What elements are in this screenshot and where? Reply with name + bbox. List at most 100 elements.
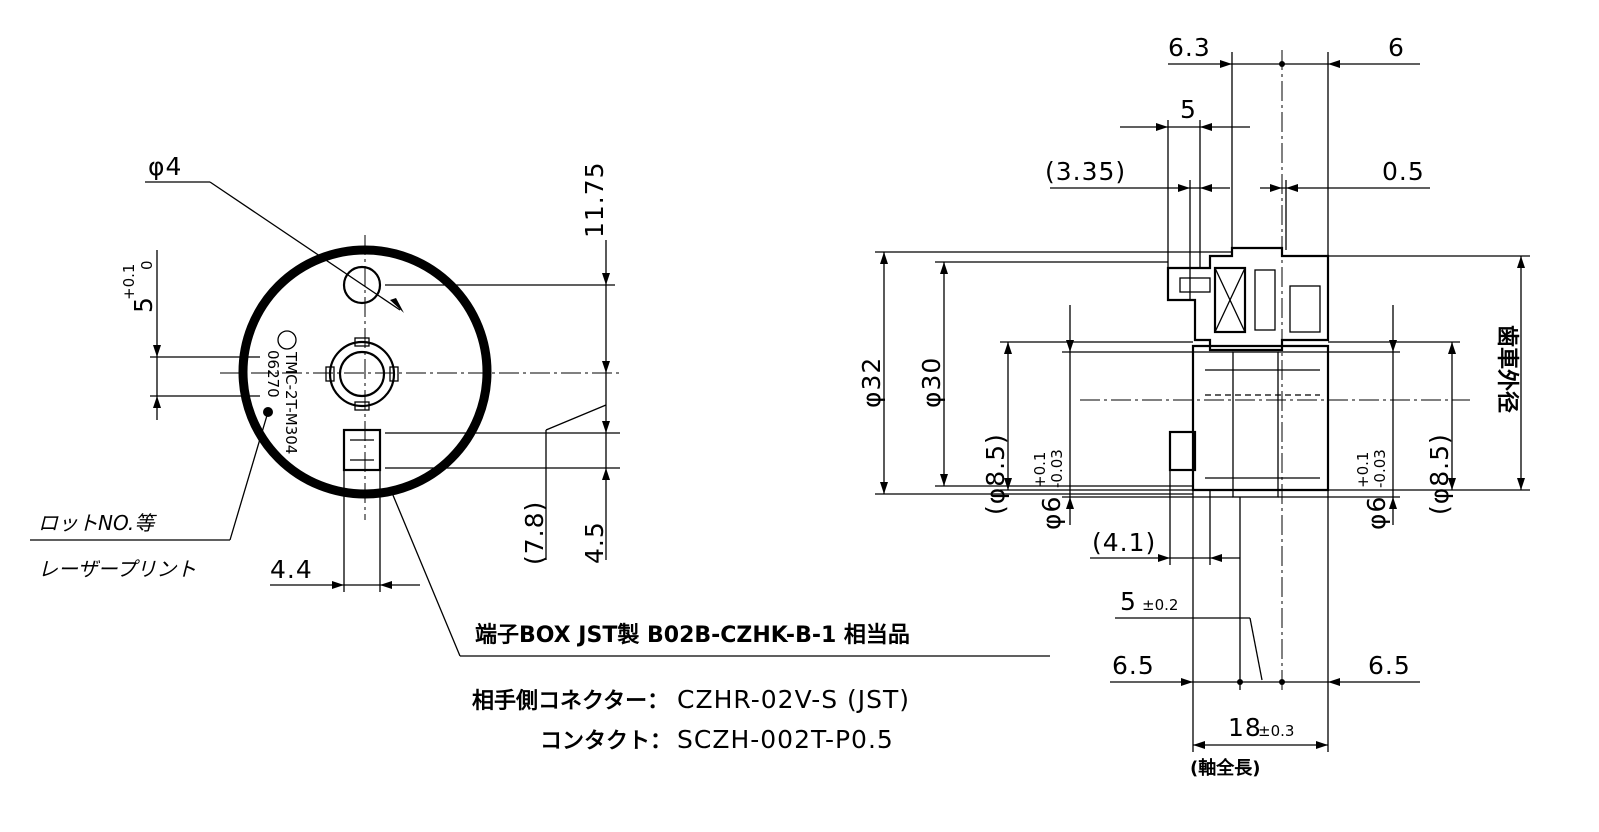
brand-logo-icon: [277, 330, 297, 350]
total-len-label: (軸全長): [1190, 757, 1260, 779]
dim-arrow: [1448, 478, 1456, 490]
dim-arrow: [1517, 478, 1525, 490]
terminal-box: [342, 428, 382, 472]
dim-arrow: [1193, 741, 1205, 749]
top-dim: 11.75: [580, 161, 609, 238]
dim-arrow: [1200, 184, 1212, 192]
hole-leader: [209, 181, 401, 311]
bottom-dim: 4.5: [580, 521, 609, 564]
dim-arrow: [1316, 741, 1328, 749]
dim-arrow: [1328, 678, 1340, 686]
dia-6-left-tol-upper: +0.1: [1031, 452, 1049, 488]
dim-arrow: [1158, 554, 1170, 562]
bottom-right-dim: 6.5: [1368, 651, 1411, 680]
dim-arrow: [1066, 497, 1074, 509]
dia-30-dim: φ30: [917, 357, 946, 408]
shaft-key-left: [325, 366, 335, 382]
dim-arrow: [1200, 123, 1212, 131]
dim-arrow: [1328, 60, 1340, 68]
dim-arrow: [602, 468, 610, 480]
contact-value: SCZH-002T-P0.5: [677, 725, 894, 754]
dim-dot: [1279, 61, 1285, 67]
dim-arrow: [153, 396, 161, 408]
shaft-offset-tol-upper: +0.1: [120, 264, 138, 300]
coil-cross: [1214, 267, 1246, 333]
shaft-boss: [328, 340, 396, 408]
dia-85-left-dim: (φ8.5): [981, 433, 1010, 515]
dim-arrow: [1181, 678, 1193, 686]
gear-od-label: 歯車外径: [1494, 325, 1520, 413]
top-left-dim: 6.3: [1168, 33, 1211, 62]
dim-arrow: [1448, 342, 1456, 354]
motor-housing: [1166, 246, 1330, 352]
dim-line: [545, 404, 607, 431]
dim-arrow: [1286, 184, 1298, 192]
dim-arrow: [1517, 256, 1525, 268]
terminal-leader: [389, 487, 461, 657]
mounting-hole: [342, 265, 382, 305]
terminal-note: 端子BOX JST製 B02B-CZHK-B-1 相当品: [475, 622, 910, 648]
mid-dim: (7.8): [520, 501, 549, 565]
dia-6-left-dim: φ6: [1037, 496, 1066, 530]
dim-arrow: [380, 581, 392, 589]
dim-arrow: [940, 262, 948, 274]
bottom-left-dim: 6.5: [1112, 651, 1155, 680]
dim-arrow: [1389, 497, 1397, 509]
dim-arrow: [1004, 478, 1012, 490]
total-len-tol: ±0.3: [1258, 722, 1294, 740]
dim-5: 5: [1120, 587, 1137, 616]
shaft: [338, 350, 386, 398]
dim-arrow: [332, 581, 344, 589]
mid-top-dim: 5: [1180, 95, 1197, 124]
terminal-block: [1179, 277, 1211, 293]
dia-6-right-dim: φ6: [1362, 496, 1391, 530]
dim-arrow: [602, 421, 610, 433]
hole-dia-label: φ4: [148, 152, 182, 181]
dim-dot: [1279, 679, 1285, 685]
dia-85-right-dim: (φ8.5): [1425, 433, 1454, 515]
dia-32-dim: φ32: [857, 357, 886, 408]
dim-arrow: [1270, 184, 1282, 192]
dim-41: (4.1): [1092, 528, 1156, 557]
dim-arrow: [1210, 554, 1222, 562]
dim-arrow: [1156, 123, 1168, 131]
dim-arrow: [940, 474, 948, 486]
marking-code: 06270: [264, 350, 282, 398]
dim-arrow: [1389, 340, 1397, 352]
shaft-core: [1232, 351, 1279, 498]
shaft-key-bottom: [354, 401, 370, 411]
shaft-key-right: [389, 366, 399, 382]
dia-6-right-tol-upper: +0.1: [1354, 452, 1372, 488]
paren-335-dim: (3.35): [1045, 157, 1126, 186]
dim-arrow: [153, 345, 161, 357]
laser-label: レーザープリント: [38, 557, 196, 581]
dim-arrow: [1066, 340, 1074, 352]
dia-6-left-tol-lower: -0.03: [1048, 449, 1066, 488]
top-right-dim: 6: [1388, 33, 1405, 62]
dim-arrow: [1004, 342, 1012, 354]
contact-label: コンタクト：: [540, 729, 672, 754]
total-len-dim: 18: [1228, 713, 1262, 742]
dim-5-tol: ±0.2: [1142, 596, 1178, 614]
mating-value: CZHR-02V-S (JST): [677, 685, 910, 714]
dim-arrow: [1220, 60, 1232, 68]
front-view: φ4 06270 TMC-2T-M304 ロットNO.等 レーザープリント 5 …: [30, 152, 1050, 657]
shaft-body: [1191, 344, 1330, 492]
lot-leader: [229, 411, 269, 541]
dim-arrow: [602, 273, 610, 285]
dim-dot: [1237, 679, 1243, 685]
marking-text: TMC-2T-M304: [282, 351, 300, 454]
gap-05-dim: 0.5: [1382, 157, 1425, 186]
dim-line: [1249, 617, 1263, 681]
shaft-offset-tol-lower: 0: [138, 260, 156, 270]
side-view: 6.3 6 5 (3.35) 0.5 φ32 φ30: [857, 33, 1530, 779]
width-dim: 4.4: [270, 555, 313, 584]
coil: [1213, 266, 1247, 334]
dia-6-right-tol-lower: -0.03: [1371, 449, 1389, 488]
gear: [1289, 285, 1321, 333]
shaft-offset: 5: [129, 296, 158, 313]
connector-note: 相手側コネクター： CZHR-02V-S (JST) コンタクト： SCZH-0…: [472, 685, 910, 754]
dim-arrow: [1178, 184, 1190, 192]
hole-arrow: [390, 298, 404, 313]
